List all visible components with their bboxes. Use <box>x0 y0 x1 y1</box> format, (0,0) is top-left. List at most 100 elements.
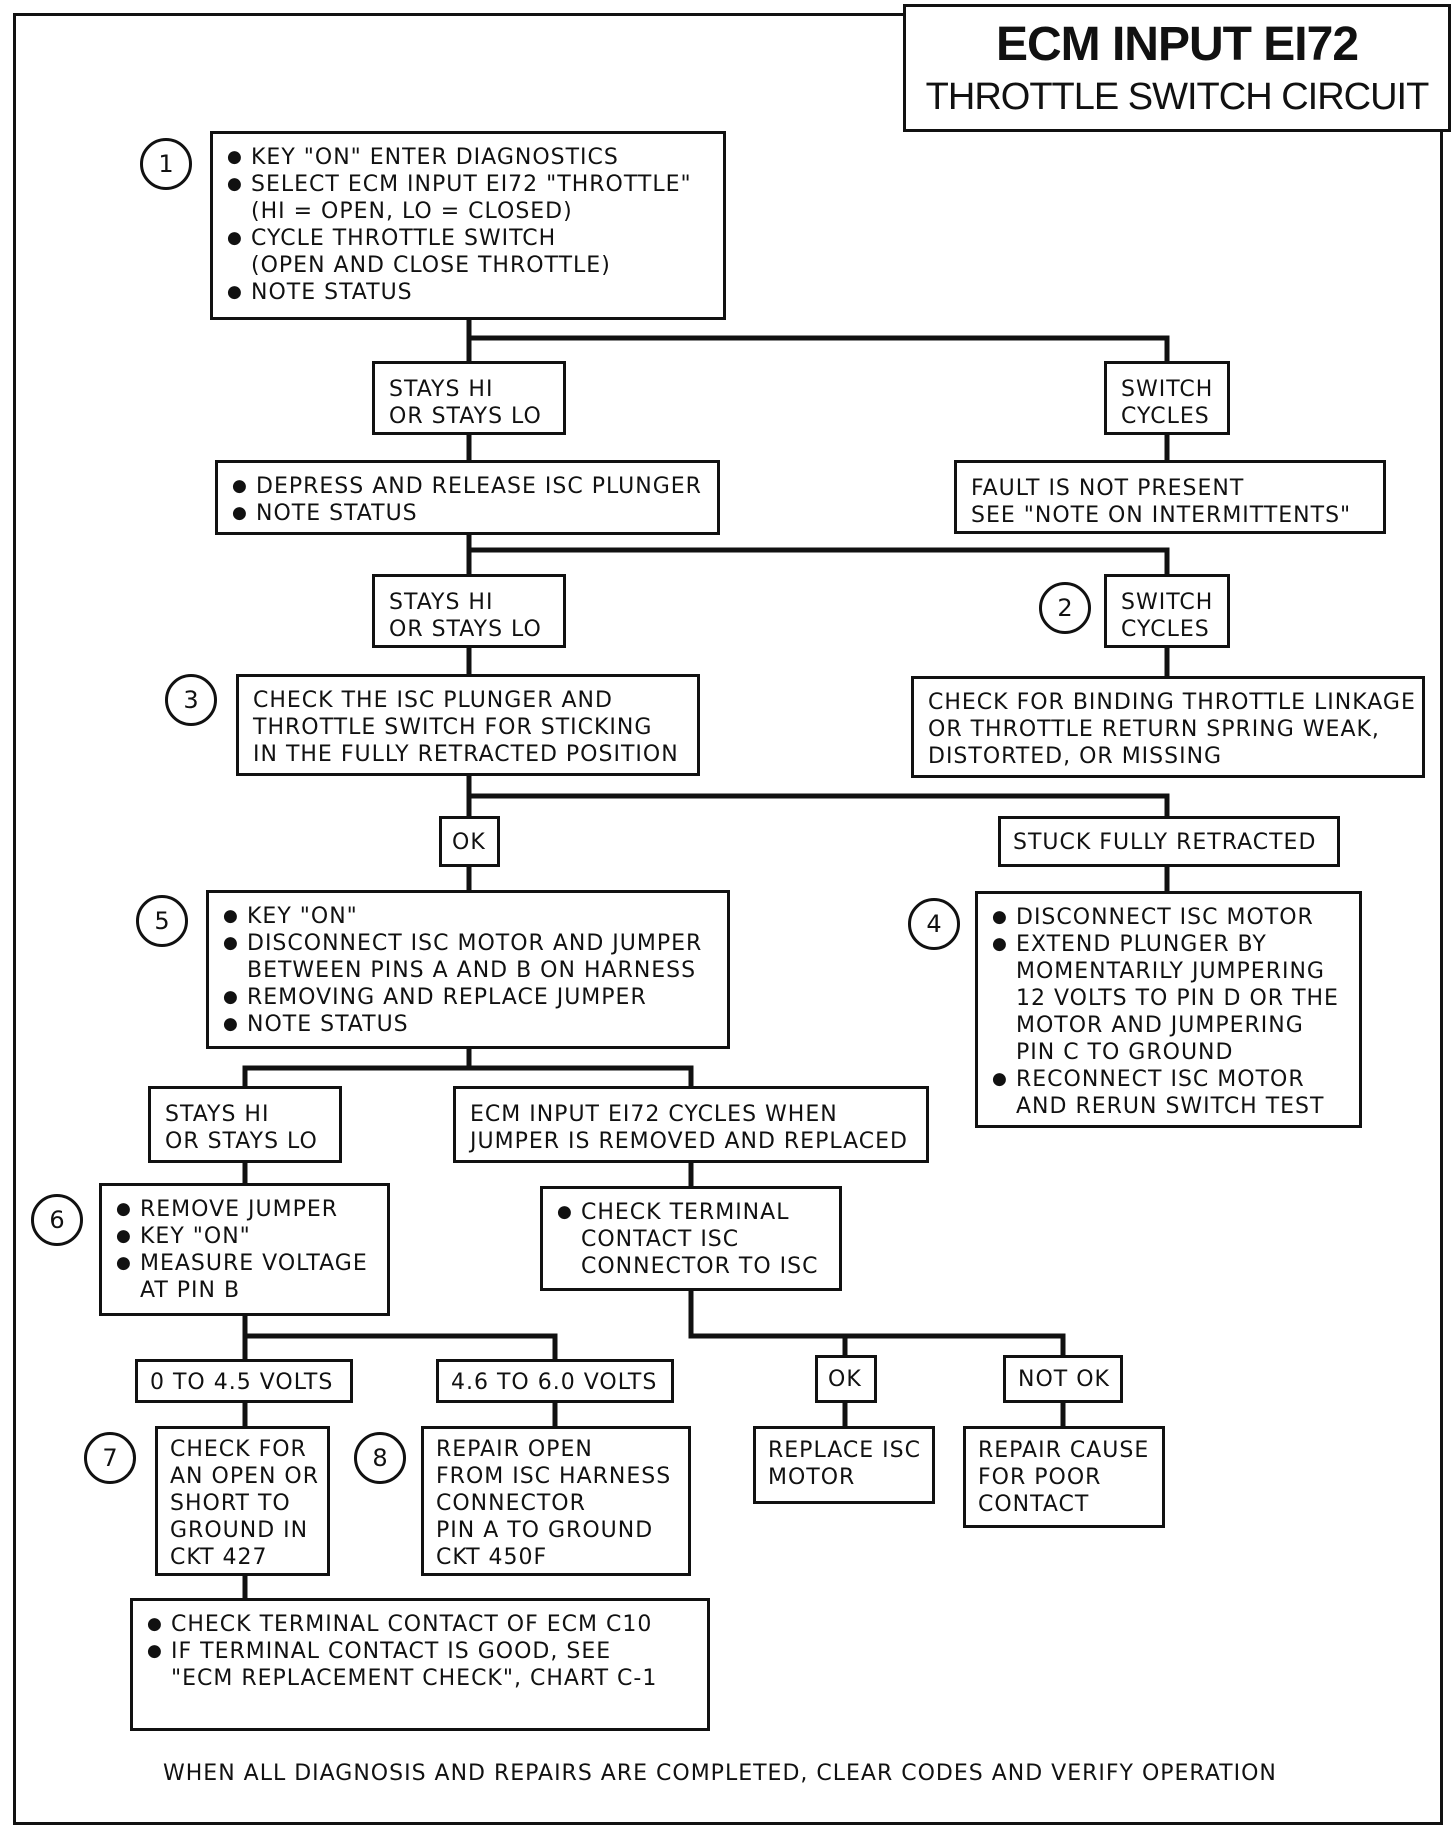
box-line: OK <box>452 830 486 855</box>
step7-box: CHECK FOR AN OPEN OR SHORT TO GROUND IN … <box>155 1426 330 1576</box>
box-line: CKT 450F <box>436 1545 548 1570</box>
replace-isc-box: REPLACE ISC MOTOR <box>753 1426 935 1504</box>
check-binding-box: CHECK FOR BINDING THROTTLE LINKAGE OR TH… <box>911 676 1425 778</box>
step1-line: CYCLE THROTTLE SWITCH <box>227 225 711 252</box>
step-marker-1: 1 <box>140 138 192 190</box>
step4-line: DISCONNECT ISC MOTOR <box>992 904 1347 931</box>
box-line: ECM INPUT EI72 CYCLES WHEN <box>470 1102 838 1127</box>
stays-hi-lo-box: STAYS HI OR STAYS LO <box>148 1086 342 1163</box>
step4-line: PIN C TO GROUND <box>1016 1040 1234 1065</box>
box-line: NOT OK <box>1018 1367 1110 1392</box>
box-line: CYCLES <box>1121 617 1210 642</box>
box-line: CKT 427 <box>170 1545 268 1570</box>
step-marker-2: 2 <box>1039 582 1091 634</box>
box-line: CHECK THE ISC PLUNGER AND <box>253 688 613 713</box>
box-line: CYCLES <box>1121 404 1210 429</box>
box-line: GROUND IN <box>170 1518 309 1543</box>
step4-line: RECONNECT ISC MOTOR <box>992 1066 1347 1093</box>
step-marker-4: 4 <box>908 898 960 950</box>
step4-line: MOMENTARILY JUMPERING <box>1016 959 1325 984</box>
box-line: DEPRESS AND RELEASE ISC PLUNGER <box>232 473 705 500</box>
volts-high-box: 4.6 TO 6.0 VOLTS <box>436 1359 674 1403</box>
step-marker-7: 7 <box>84 1432 136 1484</box>
outer-frame <box>13 13 1443 1825</box>
stays-hi-lo-box: STAYS HI OR STAYS LO <box>372 574 566 648</box>
step4-box: DISCONNECT ISC MOTOR EXTEND PLUNGER BY M… <box>975 891 1362 1128</box>
box-line: FROM ISC HARNESS <box>436 1464 672 1489</box>
box-line: AN OPEN OR <box>170 1464 320 1489</box>
box-line: PIN A TO GROUND <box>436 1518 654 1543</box>
box-line: REPAIR CAUSE <box>978 1438 1150 1463</box>
step5-box: KEY "ON" DISCONNECT ISC MOTOR AND JUMPER… <box>206 890 730 1049</box>
box-line: CHECK FOR <box>170 1437 307 1462</box>
ok-label-box: OK <box>439 816 500 867</box>
ecm-cycles-box: ECM INPUT EI72 CYCLES WHEN JUMPER IS REM… <box>453 1086 929 1163</box>
stays-hi-lo-box: STAYS HI OR STAYS LO <box>372 361 566 435</box>
step4-line: AND RERUN SWITCH TEST <box>1016 1094 1325 1119</box>
step8-box: REPAIR OPEN FROM ISC HARNESS CONNECTOR P… <box>421 1426 691 1576</box>
box-line: IN THE FULLY RETRACTED POSITION <box>253 742 679 767</box>
step-marker-3: 3 <box>165 674 217 726</box>
box-line: CONNECTOR <box>436 1491 586 1516</box>
step-marker-5: 5 <box>136 895 188 947</box>
box-line: SHORT TO <box>170 1491 291 1516</box>
box-line: CONTACT <box>978 1492 1090 1517</box>
box-line: CHECK FOR BINDING THROTTLE LINKAGE <box>928 690 1416 715</box>
stuck-retracted-box: STUCK FULLY RETRACTED <box>998 816 1340 867</box>
box-line: STAYS HI <box>165 1102 270 1127</box>
step-marker-8: 8 <box>354 1432 406 1484</box>
box-line: OR STAYS LO <box>389 617 542 642</box>
box-line: "ECM REPLACEMENT CHECK", CHART C-1 <box>171 1666 658 1691</box>
box-line: MOTOR <box>768 1465 856 1490</box>
box-line: STAYS HI <box>389 377 494 402</box>
step1-line: KEY "ON" ENTER DIAGNOSTICS <box>227 144 711 171</box>
step4-line: 12 VOLTS TO PIN D OR THE <box>1016 986 1339 1011</box>
switch-cycles-box: SWITCH CYCLES <box>1104 574 1230 648</box>
box-line: STUCK FULLY RETRACTED <box>1013 830 1317 855</box>
step5-line: DISCONNECT ISC MOTOR AND JUMPER <box>223 930 715 957</box>
box-line: SWITCH <box>1121 590 1214 615</box>
step6-line: AT PIN B <box>140 1278 241 1303</box>
repair-cause-box: REPAIR CAUSE FOR POOR CONTACT <box>963 1426 1165 1528</box>
step1-line: (OPEN AND CLOSE THROTTLE) <box>251 253 611 278</box>
box-line: 0 TO 4.5 VOLTS <box>150 1370 334 1395</box>
title-box: ECM INPUT EI72 THROTTLE SWITCH CIRCUIT <box>903 4 1451 132</box>
page-title: ECM INPUT EI72 <box>995 18 1359 71</box>
fault-not-present-box: FAULT IS NOT PRESENT SEE "NOTE ON INTERM… <box>954 460 1386 534</box>
step5-line: REMOVING AND REPLACE JUMPER <box>223 984 715 1011</box>
box-line: FOR POOR <box>978 1465 1102 1490</box>
step-marker-6: 6 <box>31 1194 83 1246</box>
step4-line: EXTEND PLUNGER BY <box>992 931 1347 958</box>
box-line: CHECK TERMINAL <box>557 1199 827 1226</box>
box-line: SWITCH <box>1121 377 1214 402</box>
page-subtitle: THROTTLE SWITCH CIRCUIT <box>925 76 1430 118</box>
box-line: JUMPER IS REMOVED AND REPLACED <box>470 1129 908 1154</box>
volts-low-box: 0 TO 4.5 VOLTS <box>135 1359 353 1403</box>
step4-line: MOTOR AND JUMPERING <box>1016 1013 1304 1038</box>
step1-box: KEY "ON" ENTER DIAGNOSTICS SELECT ECM IN… <box>210 131 726 320</box>
step1-line: SELECT ECM INPUT EI72 "THROTTLE" <box>227 171 711 198</box>
check-terminal-isc-box: CHECK TERMINAL CONTACT ISC CONNECTOR TO … <box>540 1186 842 1291</box>
switch-cycles-box: SWITCH CYCLES <box>1104 361 1230 435</box>
box-line: CONNECTOR TO ISC <box>581 1254 819 1279</box>
step5-line: NOTE STATUS <box>223 1011 715 1038</box>
box-line: IF TERMINAL CONTACT IS GOOD, SEE <box>147 1638 695 1665</box>
step5-line: KEY "ON" <box>223 903 715 930</box>
check-ecm-c10-box: CHECK TERMINAL CONTACT OF ECM C10 IF TER… <box>130 1598 710 1731</box>
step1-line: NOTE STATUS <box>227 279 711 306</box>
box-line: SEE "NOTE ON INTERMITTENTS" <box>971 503 1352 528</box>
step1-line: (HI = OPEN, LO = CLOSED) <box>251 199 573 224</box>
box-line: OR STAYS LO <box>165 1129 318 1154</box>
box-line: OR STAYS LO <box>389 404 542 429</box>
box-line: OR THROTTLE RETURN SPRING WEAK, <box>928 717 1380 742</box>
box-line: DISTORTED, OR MISSING <box>928 744 1223 769</box>
box-line: THROTTLE SWITCH FOR STICKING <box>253 715 653 740</box>
box-line: NOTE STATUS <box>232 500 705 527</box>
box-line: REPAIR OPEN <box>436 1437 593 1462</box>
box-line: 4.6 TO 6.0 VOLTS <box>451 1370 658 1395</box>
box-line: FAULT IS NOT PRESENT <box>971 476 1245 501</box>
step6-line: KEY "ON" <box>116 1223 375 1250</box>
depress-isc-box: DEPRESS AND RELEASE ISC PLUNGER NOTE STA… <box>215 460 720 535</box>
